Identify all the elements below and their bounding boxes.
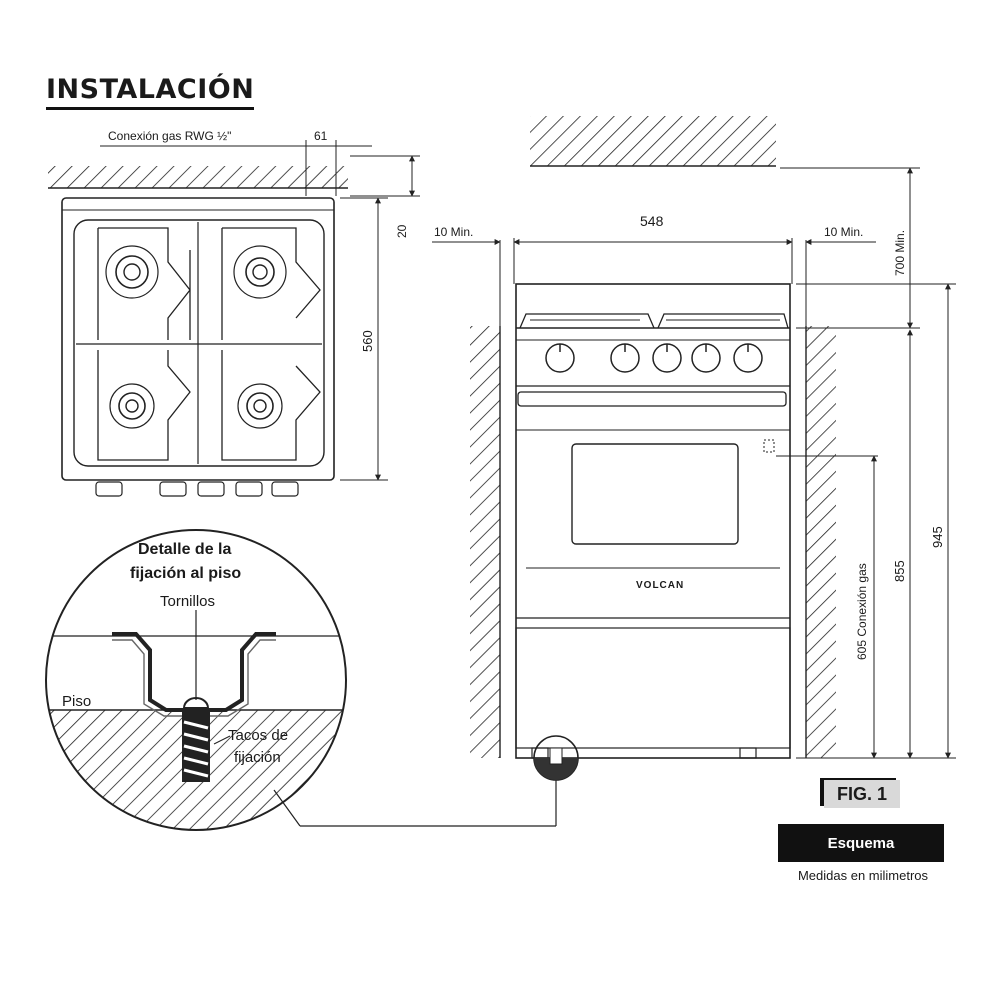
dim-top-clearance: 700 Min.: [893, 230, 907, 276]
caption-box: Esquema: [778, 824, 944, 862]
upper-cabinet-hatch: [530, 116, 776, 166]
drawer: [515, 627, 791, 749]
screws-label: Tornillos: [160, 593, 215, 610]
knob-4: [691, 343, 721, 373]
right-wall-hatch: [806, 326, 836, 758]
knob-5: [733, 343, 763, 373]
knob-3: [652, 343, 682, 373]
stove-top-outline: [61, 197, 335, 481]
front-view: [273, 116, 956, 827]
detail-heading-line1: Detalle de la: [138, 541, 231, 558]
oven-window: [571, 443, 739, 545]
knob-2: [610, 343, 640, 373]
figure-label: FIG. 1: [824, 780, 900, 808]
brand-label: VOLCAN: [636, 580, 684, 591]
knob-1: [545, 343, 575, 373]
dim-gas-offset: 61: [314, 129, 328, 143]
gas-connection-label: Conexión gas RWG ½": [108, 129, 231, 143]
oven-handle: [517, 391, 787, 407]
burner-front-left: [109, 383, 155, 429]
units-note: Medidas en milimetros: [797, 868, 929, 883]
dim-total-height: 945: [930, 526, 945, 548]
dim-worktop-height: 855: [892, 560, 907, 582]
anchors-label-line1: Tacos de: [228, 727, 288, 744]
rear-wall-hatch: [48, 166, 348, 188]
dim-side-left: 10 Min.: [434, 225, 473, 239]
page-title: INSTALACIÓN: [46, 74, 255, 110]
cooktop-tray: [73, 219, 325, 467]
floor-fixing-detail: [45, 529, 347, 831]
top-view: [48, 140, 420, 497]
dim-gas-height: 605 Conexión gas: [855, 563, 869, 660]
figure-label-frame: [820, 778, 896, 806]
detail-heading-line2: fijación al piso: [130, 565, 241, 582]
dim-wall-gap: 20: [395, 224, 409, 238]
anchors-label-line2: fijación: [234, 749, 281, 766]
burner-back-left: [105, 245, 159, 299]
foot-detail-marker: [534, 747, 578, 780]
burner-front-right: [237, 383, 283, 429]
dim-side-right: 10 Min.: [824, 225, 863, 239]
left-wall-hatch: [470, 326, 500, 758]
burner-back-right: [233, 245, 287, 299]
dim-depth: 560: [360, 330, 375, 352]
dim-width: 548: [640, 213, 664, 229]
floor-label: Piso: [62, 693, 91, 710]
control-knobs: [545, 343, 763, 373]
burners: [105, 245, 287, 429]
stove-front-outline: [515, 283, 791, 759]
